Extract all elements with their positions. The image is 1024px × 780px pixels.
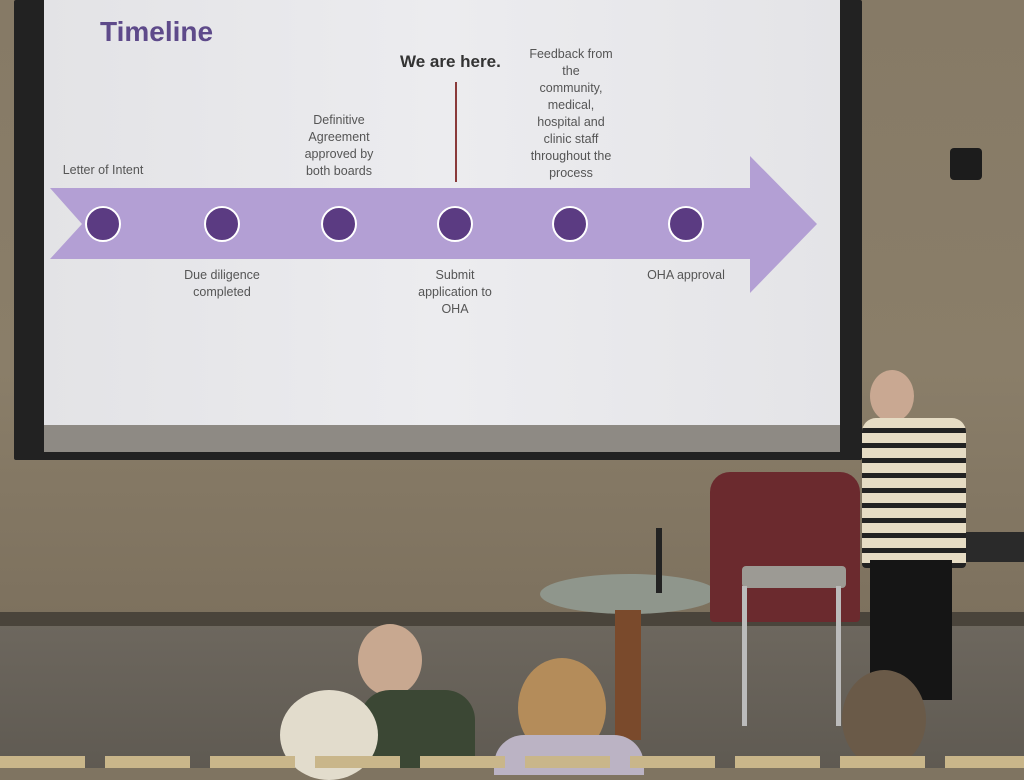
we-are-here-label: We are here. — [400, 52, 501, 71]
screen-bottom-strip — [44, 425, 840, 452]
audience-head — [842, 670, 926, 768]
slide-title: Timeline — [100, 16, 214, 47]
milestone-submit-application: Submit application to OHA — [418, 268, 492, 316]
audience-member — [360, 690, 475, 768]
milestone-dot — [668, 206, 704, 242]
table-leg — [615, 610, 641, 740]
milestone-definitive-agreement: Definitive Agreement approved by both bo… — [304, 113, 374, 178]
milestone-feedback: Feedback from the community, medical, ho… — [529, 47, 613, 180]
milestone-dot — [437, 206, 473, 242]
microphone-stand — [656, 528, 662, 593]
we-are-here-pointer — [455, 82, 457, 182]
timeline-arrow — [50, 156, 817, 293]
milestone-dot — [85, 206, 121, 242]
milestone-dot — [204, 206, 240, 242]
stool-leg — [742, 586, 747, 726]
camera — [950, 148, 982, 180]
round-table — [540, 574, 718, 614]
milestone-letter-of-intent: Letter of Intent — [62, 163, 144, 177]
milestone-oha-approval: OHA approval — [647, 268, 725, 282]
jacket-on-chair — [710, 472, 860, 622]
stool-leg — [836, 586, 841, 726]
audience-head — [358, 624, 422, 696]
audience-member — [494, 735, 644, 775]
presenter-head — [870, 370, 914, 422]
milestone-dot — [321, 206, 357, 242]
presenter-sweater — [862, 418, 966, 568]
milestone-dot — [552, 206, 588, 242]
stool — [742, 566, 846, 588]
timeline-arrow-shape — [50, 156, 817, 293]
chair-backs — [0, 756, 1024, 768]
milestone-due-diligence: Due diligence completed — [184, 268, 260, 299]
